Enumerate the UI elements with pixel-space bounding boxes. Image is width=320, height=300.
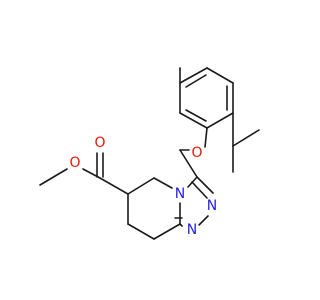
- molecule-structure: O O O N N N: [39, 67, 260, 240]
- nitrogen-n2-atom: N: [204, 198, 220, 214]
- bond-c3-n2-b: [191, 181, 208, 199]
- oxygen-ester-methoxy-atom: O: [67, 155, 83, 171]
- nitrogen-label: N: [187, 222, 197, 238]
- oxygen-label: O: [94, 135, 105, 151]
- bond-ch-me1: [232, 129, 260, 147]
- bond-c7-c8: [127, 223, 155, 240]
- bond-n1-c8a-a: [179, 223, 183, 227]
- nitrogen-n4-atom: N: [172, 186, 188, 202]
- bond-c6-c5: [127, 177, 155, 195]
- bond-ar6-ar1-inner: [185, 109, 207, 122]
- nitrogen-label: N: [207, 198, 217, 214]
- nitrogen-n1-atom: N: [184, 222, 200, 238]
- oxygen-label: O: [191, 145, 202, 161]
- oxygen-ester-carbonyl-atom: O: [92, 135, 108, 151]
- bond-carbonyl-c6: [99, 177, 129, 195]
- nitrogen-label: N: [175, 186, 185, 202]
- bond-ar4-ar5: [179, 67, 208, 84]
- oxygen-ether-atom: O: [189, 145, 205, 161]
- bond-layer: [39, 67, 260, 240]
- bond-ar1-ar2: [206, 112, 234, 129]
- bond-c8-c8a: [153, 223, 181, 240]
- bond-ar4-ar5-inner: [185, 74, 207, 88]
- bond-c5-n4: [153, 177, 173, 189]
- bond-ar6-ar1: [179, 112, 208, 129]
- bond-c3-n2-a: [196, 176, 214, 194]
- bond-ar3-ar4: [206, 67, 234, 84]
- bond-n2-n1: [198, 215, 209, 226]
- atom-labels: O O O N N N: [67, 135, 220, 238]
- bond-methyl-o: [39, 168, 68, 186]
- bond-o-aryl: [204, 127, 208, 148]
- bond-c3-ch2: [179, 149, 198, 178]
- oxygen-label: O: [69, 155, 80, 171]
